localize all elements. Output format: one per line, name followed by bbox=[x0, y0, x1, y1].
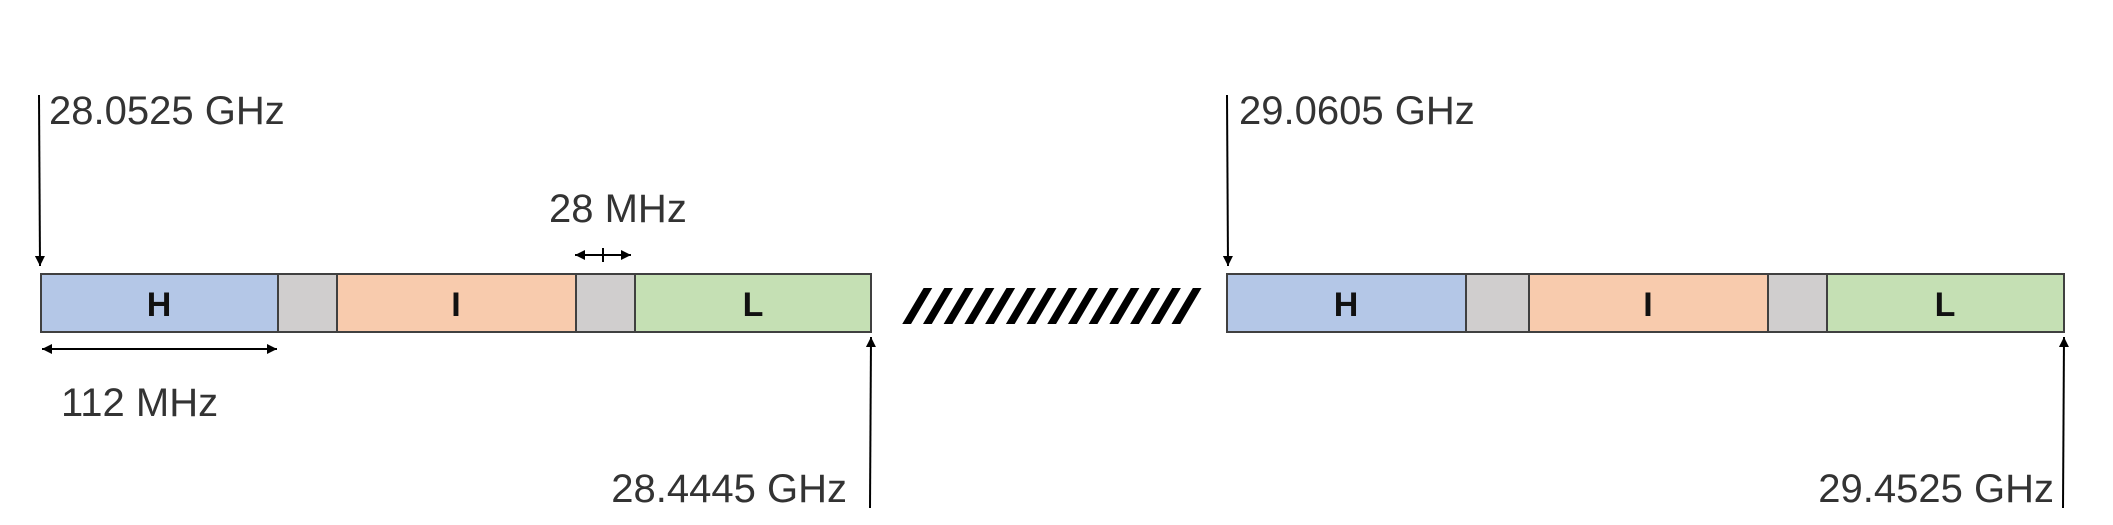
left-band-block: H I L bbox=[40, 273, 872, 333]
end-arrow-icon bbox=[2058, 336, 2069, 509]
start-frequency-label: 28.0525 GHz bbox=[49, 89, 285, 133]
segment-h bbox=[40, 273, 279, 333]
guard-band bbox=[1767, 273, 1828, 333]
guard-band bbox=[575, 273, 636, 333]
guard-band bbox=[277, 273, 338, 333]
segment-l-label: L bbox=[743, 286, 764, 324]
segment-l bbox=[1826, 273, 2065, 333]
end-frequency-label: 28.4445 GHz bbox=[611, 467, 847, 511]
break-marker: ////////////// bbox=[902, 281, 1202, 334]
segment-h bbox=[1226, 273, 1467, 333]
start-arrow-icon bbox=[1222, 94, 1233, 267]
right-band-block: H I L bbox=[1226, 273, 2065, 333]
start-frequency-label: 29.0605 GHz bbox=[1239, 89, 1475, 133]
segment-l bbox=[634, 273, 872, 333]
guard-band bbox=[1465, 273, 1530, 333]
channel-width-label: 112 MHz bbox=[61, 381, 218, 425]
segment-h-label: H bbox=[1334, 286, 1359, 324]
start-arrow-icon bbox=[34, 94, 45, 267]
segment-h-label: H bbox=[147, 286, 172, 324]
guard-width-label: 28 MHz bbox=[549, 187, 687, 231]
segment-i-label: I bbox=[451, 286, 460, 324]
segment-l-label: L bbox=[1935, 286, 1956, 324]
end-arrow-icon bbox=[865, 336, 876, 509]
segment-i bbox=[1528, 273, 1769, 333]
end-frequency-label: 29.4525 GHz bbox=[1818, 467, 2054, 511]
segment-i bbox=[336, 273, 577, 333]
segment-i-label: I bbox=[1643, 286, 1652, 324]
